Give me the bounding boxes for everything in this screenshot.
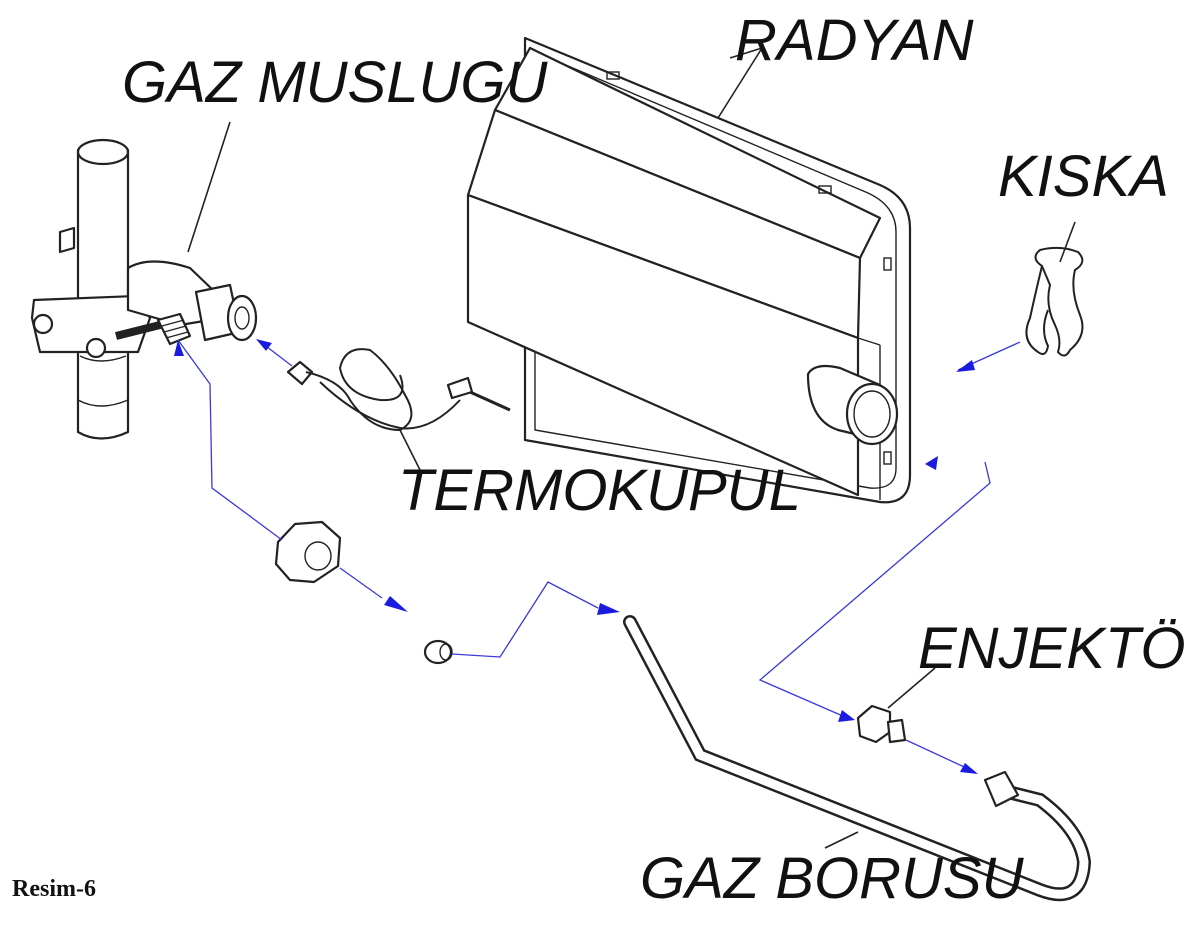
arrow-to-valve xyxy=(256,339,272,351)
clip-part xyxy=(1025,246,1084,357)
arrow-to-panel xyxy=(925,456,938,470)
radiant-panel xyxy=(466,36,912,504)
gas-valve-assembly xyxy=(30,138,258,440)
assembly-flow-lines xyxy=(177,339,1021,773)
arrow-to-olive xyxy=(384,596,408,612)
label-enjektor: ENJEKTÖ xyxy=(918,616,1186,681)
arrow-to-pipe xyxy=(597,603,620,615)
arrow-to-pipe-end xyxy=(960,763,978,774)
gas-pipe xyxy=(623,615,1092,902)
arrow-to-clip-slot xyxy=(956,360,975,372)
label-kiska: KISKA xyxy=(998,144,1169,209)
flow-arrowheads xyxy=(174,339,978,774)
label-gaz-borusu: GAZ BORUSU xyxy=(640,846,1025,911)
label-gaz-muslugu: GAZ MUSLUGU xyxy=(122,50,548,115)
olive-fitting xyxy=(423,639,453,665)
pipe-nut xyxy=(274,520,342,584)
leader-lines xyxy=(187,47,1076,849)
figure-caption: Resim-6 xyxy=(12,876,96,902)
label-radyan: RADYAN xyxy=(735,8,974,73)
label-termokupul: TERMOKUPUL xyxy=(398,458,801,523)
thermocouple-part xyxy=(286,348,511,432)
arrow-to-valve-inlet xyxy=(174,340,184,356)
injector-part xyxy=(856,704,907,744)
arrow-to-injector xyxy=(838,710,855,722)
